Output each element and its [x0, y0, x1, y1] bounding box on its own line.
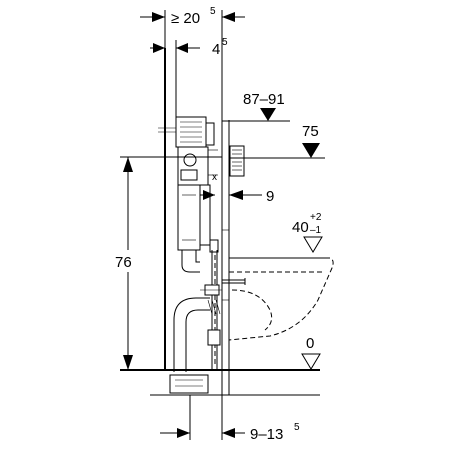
dim-top-offset-label: 4: [212, 41, 220, 58]
drain-outer: [173, 297, 210, 372]
valve-circle: [183, 153, 197, 167]
dim-40-plus: +2: [310, 212, 322, 223]
arrow-left: [222, 12, 235, 22]
dim-87-91-label: 87–91: [243, 91, 285, 108]
wc-bowl-outline: [222, 257, 334, 341]
dim-floor-0-label: 0: [306, 335, 314, 352]
arrow-left: [222, 428, 235, 438]
level-marker-filled: [302, 143, 320, 158]
dim-76-label: 76: [115, 254, 132, 271]
dim-87-91: 87–91: [222, 91, 290, 122]
dim-75: 75: [229, 123, 325, 159]
dim-40-minus: –1: [310, 225, 322, 236]
actuator-cap: [205, 122, 215, 146]
arrow-left: [176, 43, 188, 53]
arrow-right: [177, 428, 190, 438]
leg-foot-bracket: [207, 329, 221, 346]
dim-bottom-sup: 5: [294, 422, 300, 433]
bracket: [209, 239, 219, 253]
dim-9: 9: [200, 188, 274, 205]
dim-9-label: 9: [266, 188, 274, 205]
level-marker-open: [301, 353, 321, 370]
arrow-right: [152, 12, 165, 22]
dim-top-min-label: ≥ 20: [171, 10, 200, 27]
arrow-left: [229, 190, 243, 200]
dim-76: 76: [114, 156, 222, 370]
floor: [120, 369, 320, 396]
arrow-down: [123, 355, 133, 370]
cistern-top: [158, 116, 245, 177]
level-marker-filled: [260, 108, 276, 121]
dim-40-label: 40: [292, 219, 309, 236]
dim-top-min-sup: 5: [210, 6, 216, 17]
arrow-right: [203, 190, 215, 200]
drain-inner: [185, 309, 210, 372]
flush-pipe: [181, 250, 200, 273]
drain-socket: [169, 374, 209, 394]
dim-bottom-label: 9–13: [250, 426, 283, 443]
wc-inner: [231, 289, 273, 331]
level-marker-open: [303, 236, 323, 253]
dim-top-min: ≥ 20 5: [140, 6, 245, 120]
dim-floor-0: 0: [301, 335, 321, 370]
dim-75-label: 75: [302, 123, 319, 140]
dim-top-offset-sup: 5: [222, 37, 228, 48]
dim-40: 40 +2 –1: [229, 212, 330, 259]
frame-strut: [199, 184, 211, 246]
dim-bottom: 9–13 5: [160, 395, 300, 443]
arrow-right: [153, 43, 165, 53]
float-valve: [180, 169, 198, 181]
dim-top-offset: 4 5: [150, 37, 228, 120]
arrow-up: [123, 157, 133, 172]
wc-bowl: [228, 257, 334, 341]
flush-plate: [229, 145, 245, 177]
x-mark: x: [212, 172, 217, 183]
drain-pipe: [169, 289, 222, 394]
